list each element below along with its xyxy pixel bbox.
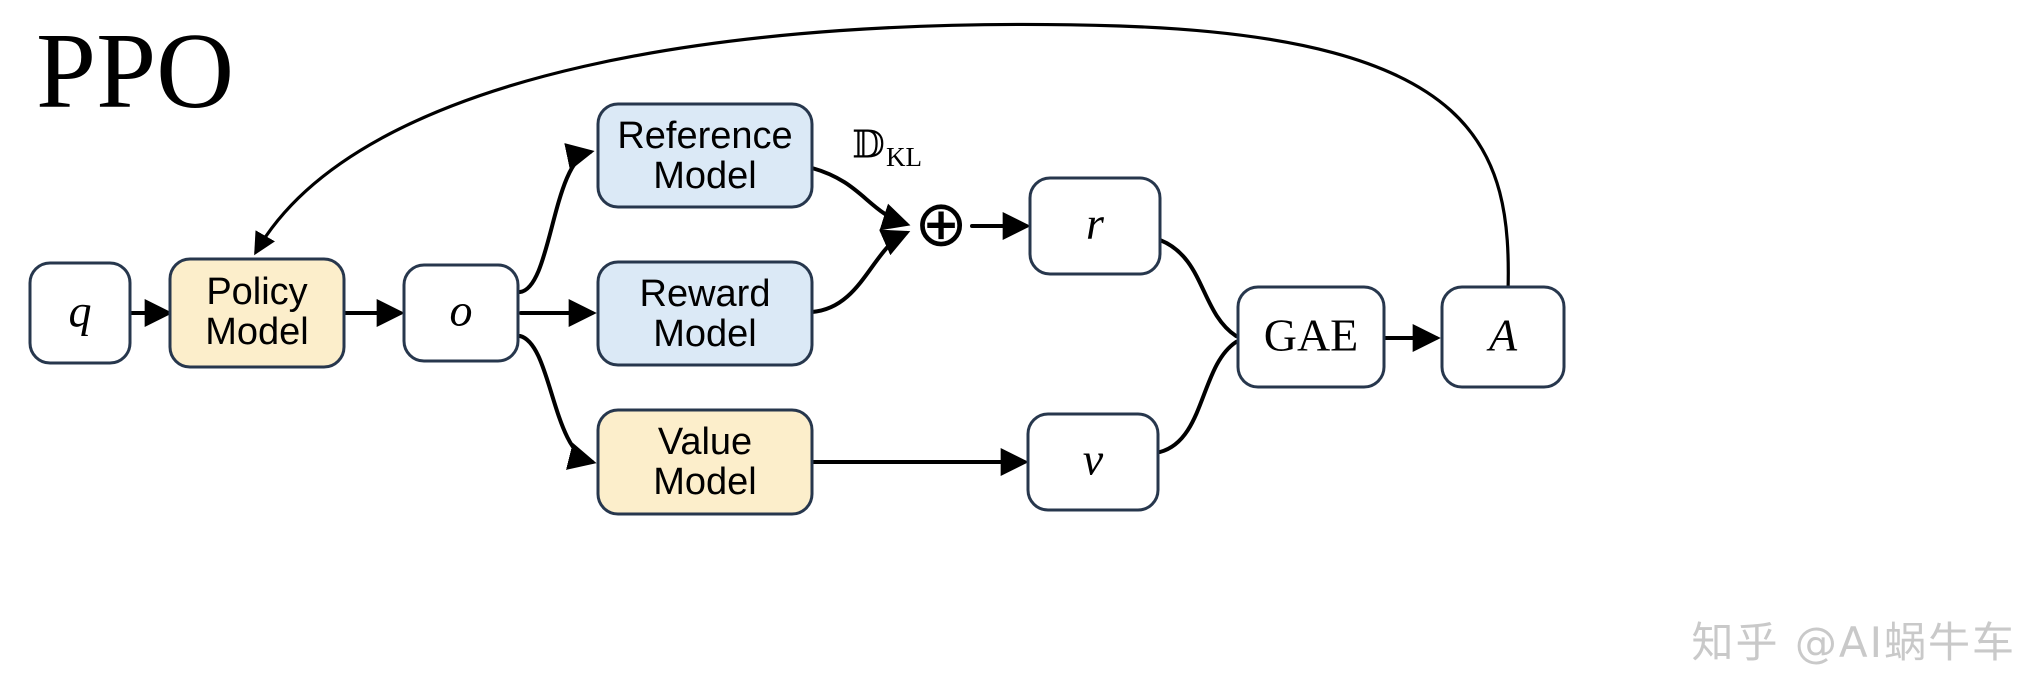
node-value-model-label-line1: Value	[658, 421, 752, 463]
node-a-box	[1440, 285, 1566, 389]
node-gae-box	[1236, 285, 1386, 389]
edge-o-to-reference-model	[518, 143, 595, 294]
node-reward-model-label-line1: Reward	[640, 273, 771, 315]
node-a-label: A	[1486, 310, 1518, 361]
node-o-box	[402, 263, 520, 363]
kl-divergence-label: 𝔻 KL	[852, 123, 922, 173]
node-policy-model-label-line1: Policy	[206, 271, 307, 313]
node-o-label: o	[450, 285, 473, 336]
edge-v-to-gae	[1158, 340, 1238, 454]
node-gae-label: GAE	[1264, 310, 1359, 361]
page-title: PPO	[36, 12, 234, 131]
node-reference-model-label-line2: Model	[653, 155, 757, 197]
node-policy-model-box	[168, 257, 346, 369]
node-r[interactable]: r	[1028, 176, 1162, 276]
node-q-box	[28, 261, 132, 365]
edge-r-to-gae	[1158, 238, 1238, 338]
node-policy-model-label-line2: Model	[205, 311, 309, 353]
oplus-icon: ⊕	[914, 188, 968, 262]
node-v[interactable]: v	[1026, 412, 1160, 512]
kl-divergence-subscript: KL	[886, 142, 922, 172]
node-reward-model-box	[596, 260, 814, 367]
watermark: 知乎 @AI蜗牛车	[1691, 618, 2016, 667]
edge-a-to-policy-model-feedback	[254, 22, 1510, 294]
node-reference-model-label-line1: Reference	[617, 115, 792, 157]
node-value-model-box	[596, 408, 814, 516]
node-reference-model-box	[596, 102, 814, 209]
node-reference-model[interactable]: Reference Model	[596, 102, 814, 209]
node-value-model-label-line2: Model	[653, 461, 757, 503]
node-q-label: q	[69, 286, 92, 337]
node-v-box	[1026, 412, 1160, 512]
node-v-label: v	[1083, 434, 1104, 485]
node-reward-model-label-line2: Model	[653, 313, 757, 355]
node-policy-model[interactable]: Policy Model	[168, 257, 346, 369]
node-r-label: r	[1086, 198, 1105, 249]
node-a[interactable]: A	[1440, 285, 1566, 389]
edge-reference-model-to-oplus	[810, 166, 911, 231]
node-reward-model[interactable]: Reward Model	[596, 260, 814, 367]
node-gae[interactable]: GAE	[1236, 285, 1386, 389]
kl-divergence-symbol: 𝔻	[852, 123, 885, 167]
edge-o-to-value-model	[518, 334, 597, 470]
node-q[interactable]: q	[28, 261, 132, 365]
oplus-operator: ⊕	[914, 188, 968, 262]
node-o[interactable]: o	[402, 263, 520, 363]
node-r-box	[1028, 176, 1162, 276]
node-value-model[interactable]: Value Model	[596, 408, 814, 516]
edge-reward-model-to-oplus	[810, 229, 911, 314]
